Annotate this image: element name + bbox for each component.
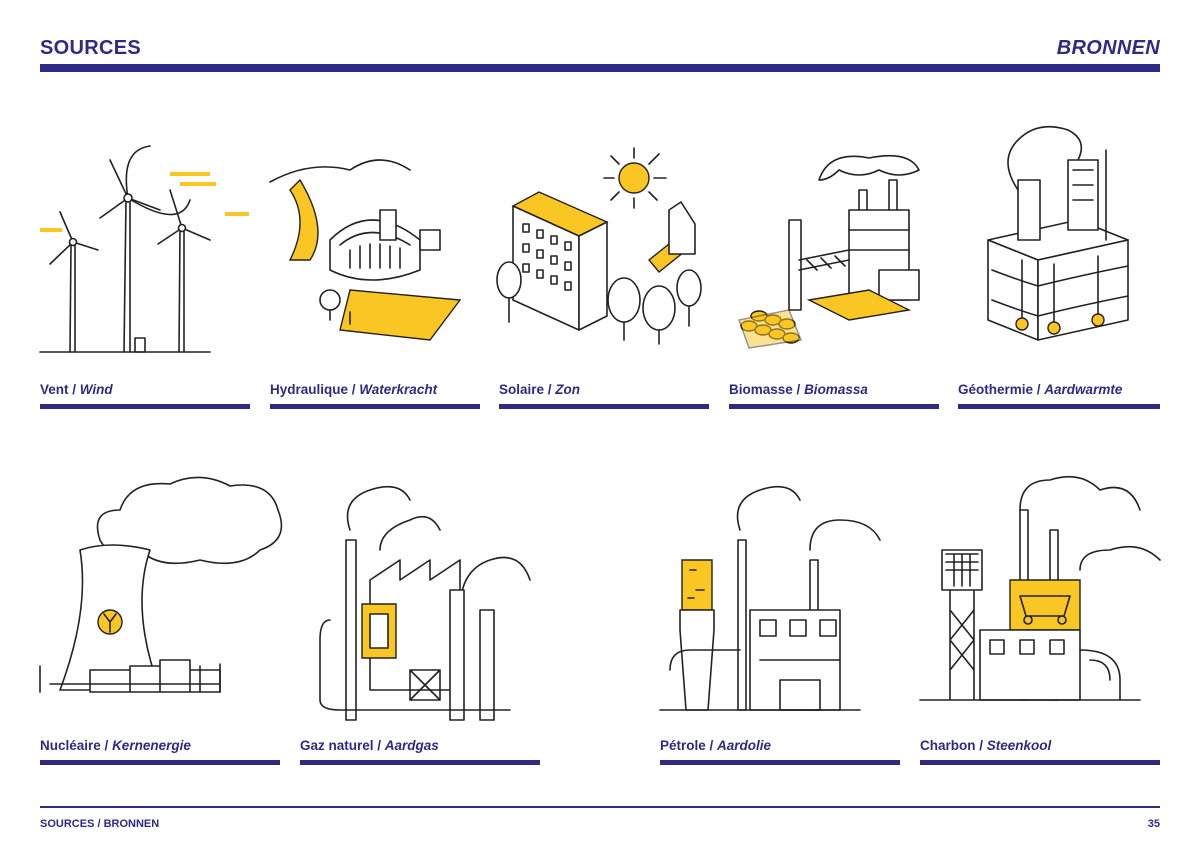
caption-underline <box>40 760 280 765</box>
caption-fr: Biomasse <box>729 382 793 397</box>
gas-plant-illustration <box>319 485 531 721</box>
caption-fr: Pétrole <box>660 738 706 753</box>
caption-nl: Zon <box>555 382 581 397</box>
caption-nl: Aardgas <box>384 738 439 753</box>
caption-underline <box>270 404 480 409</box>
caption-nl: Kernenergie <box>112 738 191 753</box>
source-tile-coal: Charbon / Steenkool <box>919 470 1161 766</box>
caption-nl: Steenkool <box>986 738 1052 753</box>
source-tile-solar: Solaire / Zon <box>496 140 709 410</box>
source-tile-biomass: Biomasse / Biomassa <box>729 140 939 410</box>
oil-plant-illustration <box>659 485 881 711</box>
footer-section-title: SOURCES / BRONNEN <box>40 818 160 830</box>
nuclear-plant-illustration <box>39 476 283 693</box>
caption-underline <box>958 404 1160 409</box>
caption-fr: Charbon <box>920 738 976 753</box>
hydro-dam-illustration <box>269 159 462 341</box>
caption-nl: Waterkracht <box>359 382 438 397</box>
caption-fr: Nucléaire <box>40 738 101 753</box>
source-tile-hydro: Hydraulique / Waterkracht <box>269 140 480 410</box>
caption-fr: Géothermie <box>958 382 1034 397</box>
wind-turbines-illustration <box>39 145 249 353</box>
source-tile-nuclear: Nucléaire / Kernenergie <box>39 470 283 766</box>
caption-underline <box>660 760 900 765</box>
caption-nl: Wind <box>79 382 113 397</box>
source-tile-wind: Vent / Wind <box>39 140 250 410</box>
caption-fr: Vent <box>40 382 69 397</box>
page-title-nl: BRONNEN <box>1056 37 1160 59</box>
caption-underline <box>40 404 250 409</box>
source-tile-oil: Pétrole / Aardolie <box>659 470 900 766</box>
coal-plant-illustration <box>919 475 1161 701</box>
biomass-plant-illustration <box>738 154 920 349</box>
caption-underline <box>499 404 709 409</box>
caption-underline <box>920 760 1160 765</box>
caption-fr: Hydraulique <box>270 382 349 397</box>
source-tile-gas: Gaz naturel / Aardgas <box>300 470 540 766</box>
caption-nl: Aardolie <box>717 738 772 753</box>
caption-underline <box>729 404 939 409</box>
caption-nl: Biomassa <box>804 382 868 397</box>
solar-illustration <box>496 147 702 345</box>
caption-nl: Aardwarmte <box>1044 382 1123 397</box>
caption-fr: Gaz naturel <box>300 738 374 753</box>
page-number: 35 <box>1147 818 1160 830</box>
source-tile-geothermal: Géothermie / Aardwarmte <box>958 125 1160 410</box>
page-title-fr: SOURCES <box>40 37 142 59</box>
geothermal-plant-illustration <box>987 125 1129 341</box>
header-bar <box>40 64 1160 72</box>
caption-fr: Solaire <box>499 382 545 397</box>
footer-rule <box>40 806 1160 808</box>
caption-underline <box>300 760 540 765</box>
